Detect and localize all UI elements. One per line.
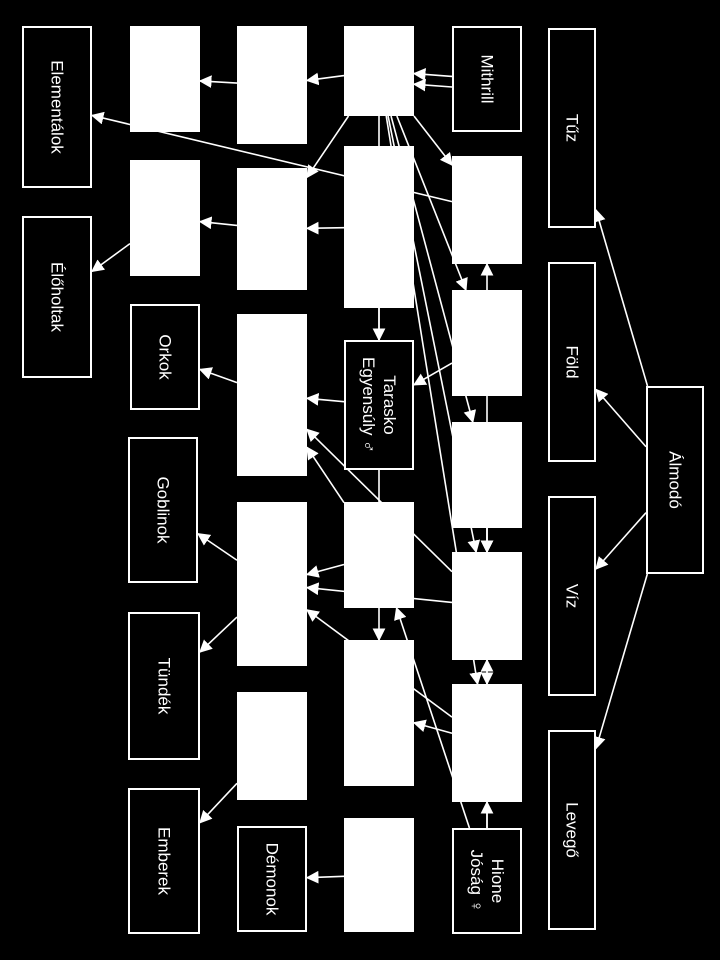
node-w4 [344, 640, 414, 786]
edge-w2-eloholtak [90, 242, 131, 273]
edge-almodo-tuz [593, 208, 649, 387]
node-tundek: Tündék [128, 612, 200, 760]
node-w14 [452, 156, 522, 264]
edge-almodo-fold [595, 388, 647, 448]
edge-w6-w2 [198, 216, 238, 230]
node-label: Emberek [154, 826, 174, 896]
edge-w11-w7 [306, 446, 345, 504]
edge-w8-goblinok [196, 533, 238, 561]
node-mithrill: Mithrill [452, 26, 522, 132]
node-w16 [452, 422, 522, 528]
node-label: Tündék [154, 657, 174, 715]
node-label: Tarasko Egyensúly ♂ [358, 357, 400, 453]
node-w2 [130, 160, 200, 276]
edge-w11-w8 [305, 563, 345, 578]
edge-mithrill-w9 [412, 68, 453, 81]
edge-mithrill-w9 [412, 78, 453, 92]
node-w9 [344, 26, 414, 116]
node-w7 [237, 314, 307, 476]
edge-w13-w4 [412, 719, 453, 735]
node-label: Mithrill [477, 54, 497, 104]
node-hione: Hione Jóság ♀ [452, 828, 522, 934]
node-label: Tűz [562, 113, 582, 143]
node-orkok: Orkok [130, 304, 200, 410]
node-label: Hione Jóság ♀ [466, 850, 508, 913]
edge-w7-orkok [198, 367, 238, 384]
node-tarasko: Tarasko Egyensúly ♂ [344, 340, 414, 470]
node-w12 [452, 552, 522, 660]
node-label: Álmodó [665, 451, 685, 509]
node-label: Goblinok [153, 476, 173, 544]
node-fold: Föld [548, 262, 596, 462]
node-w13 [452, 684, 522, 802]
node-w6 [237, 168, 307, 290]
node-w10 [344, 146, 414, 308]
edge-w9-w5 [305, 72, 345, 86]
node-almodo: Álmodó [646, 386, 704, 574]
node-w15 [452, 290, 522, 396]
edge-tarasko-w7 [305, 392, 345, 406]
edge-w8-tundek [199, 616, 238, 653]
node-label: Elementálok [47, 60, 67, 154]
node-demonok: Démonok [237, 826, 307, 932]
node-elementalok: Elementálok [22, 26, 92, 188]
node-w1 [130, 26, 200, 132]
edge-w9-w14 [413, 115, 453, 166]
node-w3 [237, 692, 307, 800]
node-label-line: Egyensúly ♂ [359, 357, 378, 453]
edge-w3-emberek [199, 782, 238, 824]
node-w19 [344, 818, 414, 932]
node-levego: Levegő [548, 730, 596, 930]
node-label: Élőholtak [47, 262, 67, 332]
edge-w9-w6 [306, 115, 350, 179]
node-eloholtak: Élőholtak [22, 216, 92, 378]
node-label-line: Tarasko [380, 375, 399, 435]
node-emberek: Emberek [128, 788, 200, 934]
edge-w5-w1 [198, 75, 238, 88]
edge-w10-w6 [305, 221, 345, 235]
node-label: Levegő [562, 802, 582, 858]
node-label-line: Hione [488, 858, 507, 904]
node-label-line: Jóság ♀ [467, 849, 486, 913]
node-label: Orkok [155, 334, 175, 380]
node-label: Föld [562, 345, 582, 379]
edge-almodo-viz [595, 512, 647, 570]
node-w8 [237, 502, 307, 666]
edge-w19-demonok [305, 870, 345, 884]
node-tuz: Tűz [548, 28, 596, 228]
node-label: Démonok [262, 842, 282, 916]
node-w5 [237, 26, 307, 144]
node-goblinok: Goblinok [128, 437, 198, 583]
node-viz: Víz [548, 496, 596, 696]
edge-w15-tarasko [412, 362, 453, 386]
edge-almodo-levego [593, 573, 649, 750]
node-w11 [344, 502, 414, 608]
node-label: Víz [562, 583, 582, 609]
